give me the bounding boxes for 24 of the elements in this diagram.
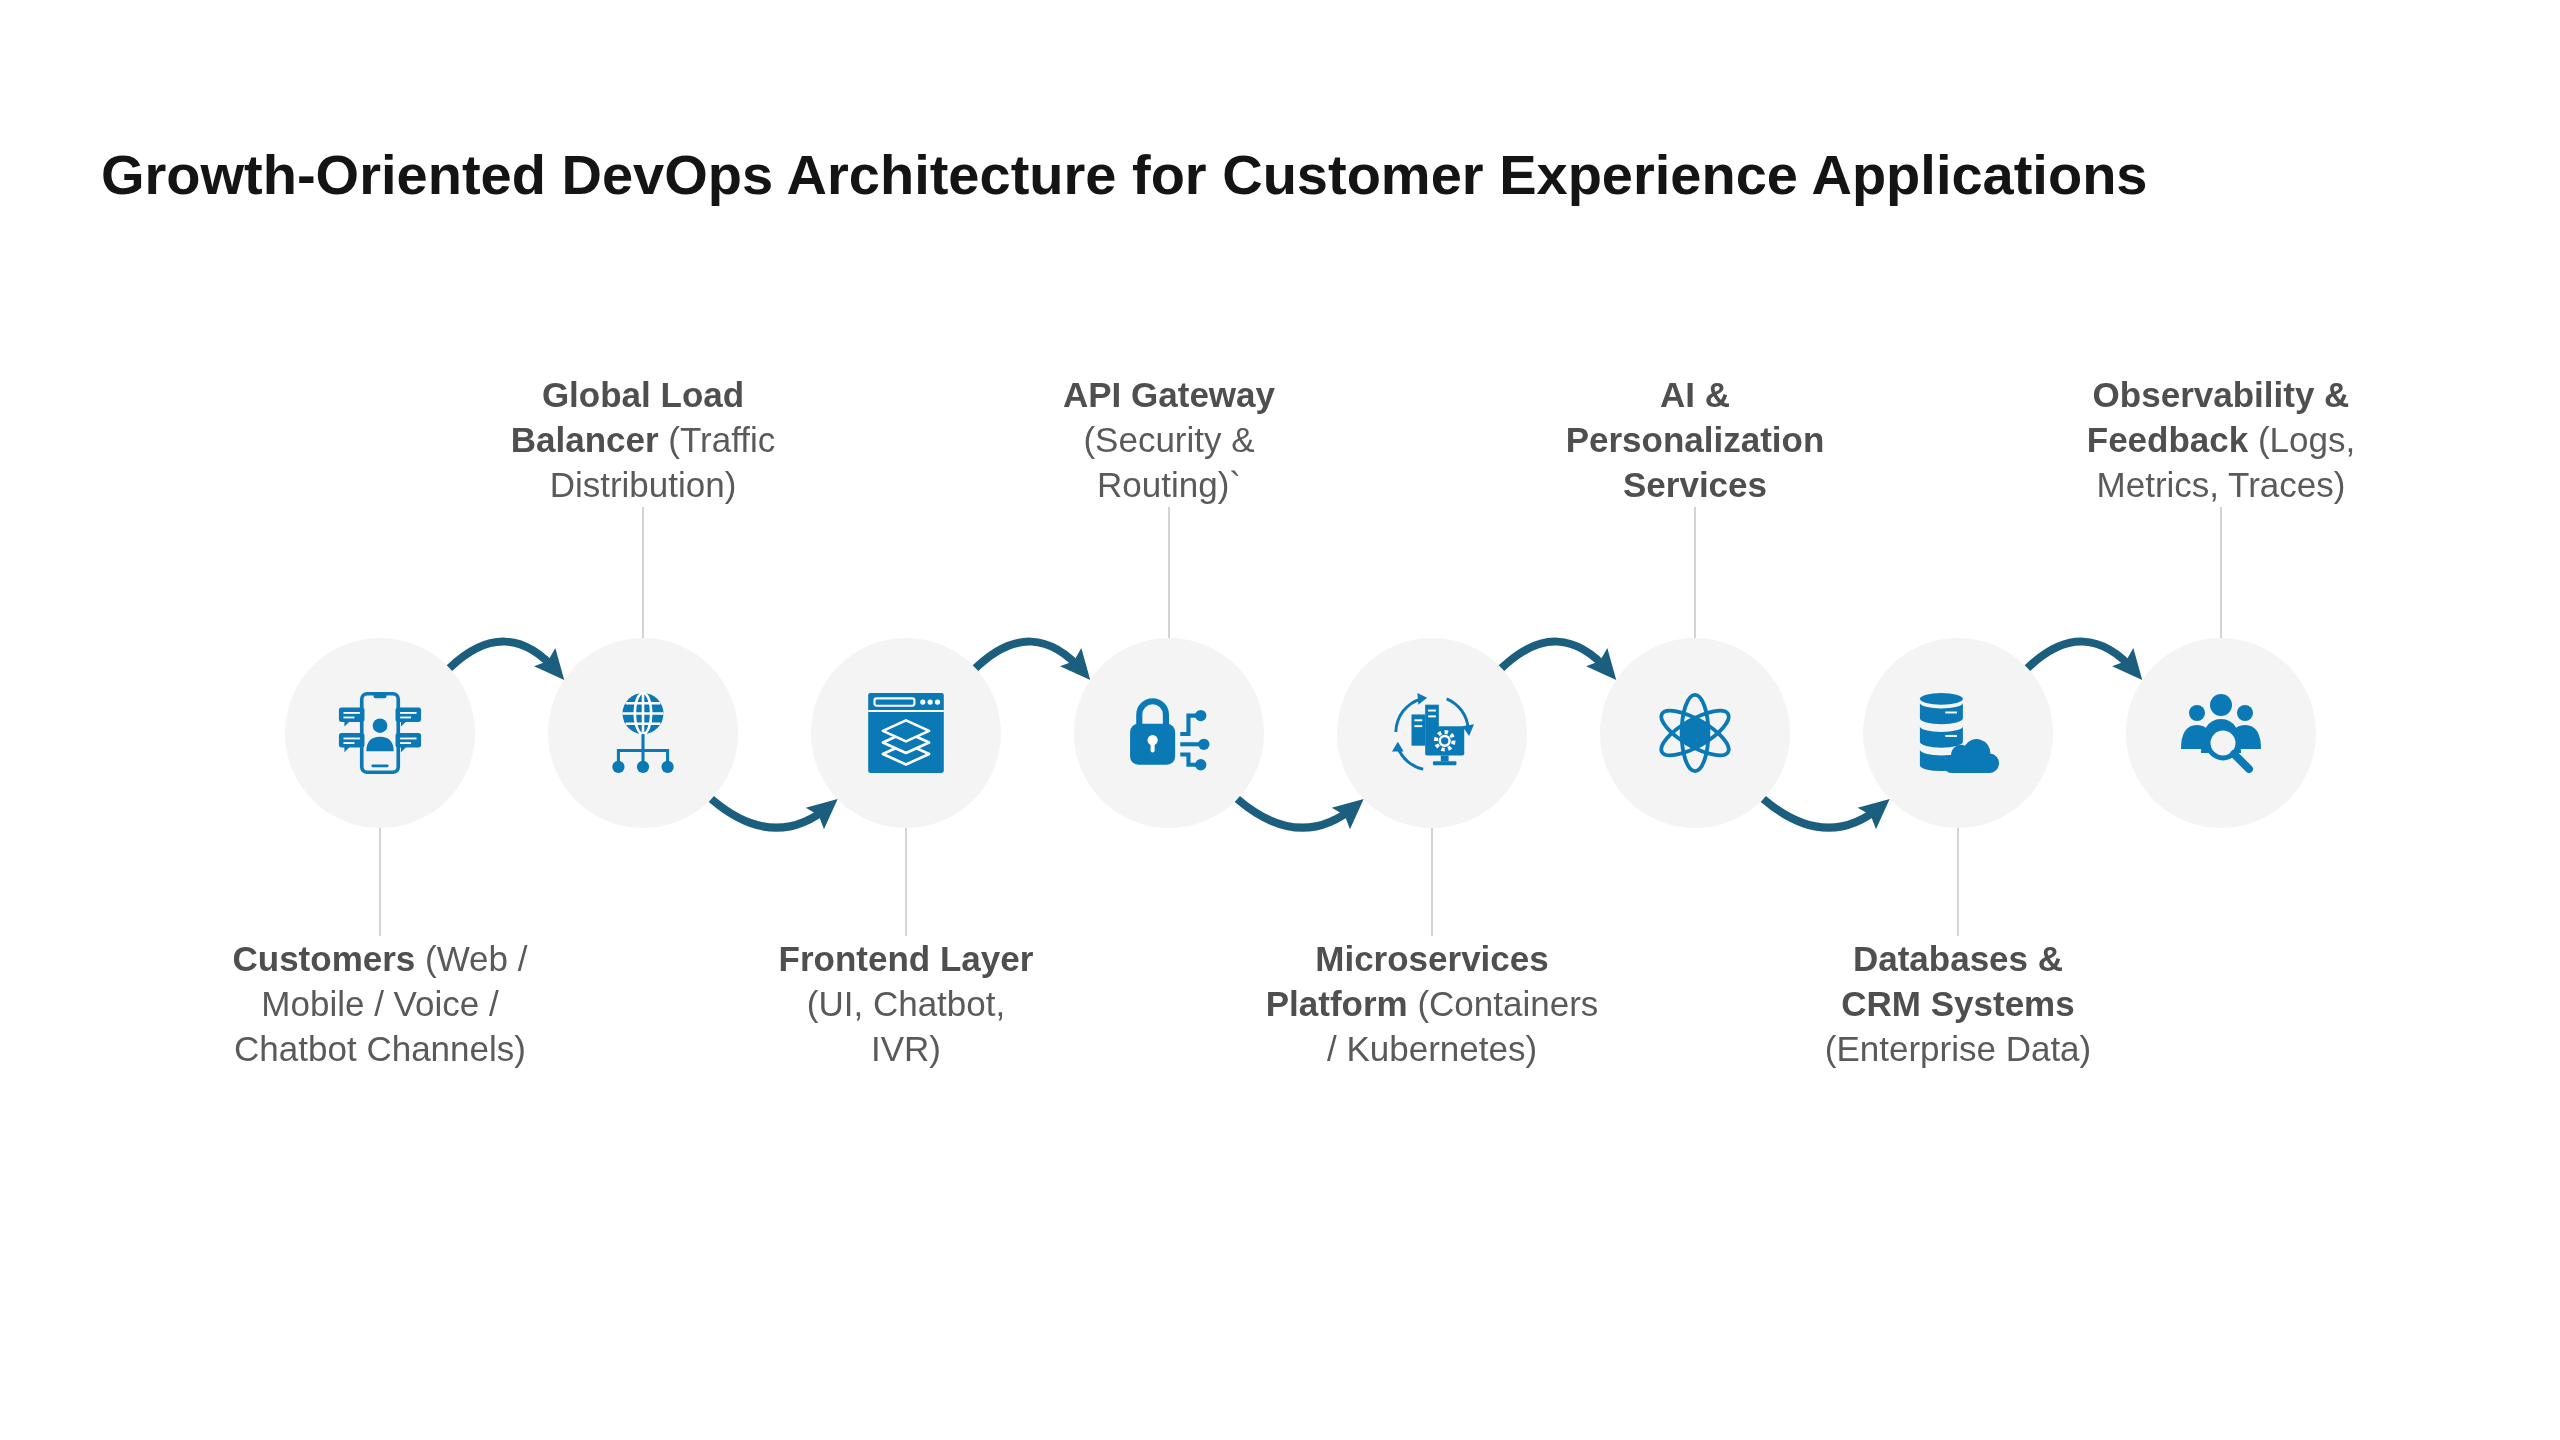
leader-line xyxy=(2220,506,2222,639)
diagram-title: Growth-Oriented DevOps Architecture for Customer Experience Applications xyxy=(101,142,2148,208)
step-label: Global Load Balancer (Traffic Distribution) xyxy=(509,374,777,506)
leader-line xyxy=(1431,827,1433,937)
leader-line xyxy=(1957,827,1959,937)
flow-arrow xyxy=(1498,637,1617,680)
step-label: Frontend Layer (UI, Chatbot, IVR) xyxy=(777,938,1035,1070)
leader-line xyxy=(379,827,381,937)
leader-line xyxy=(642,506,644,639)
step-label: API Gateway (Security & Routing)` xyxy=(1061,374,1276,506)
step-label: Observability & Feedback (Logs, Metrics, Traces) xyxy=(2085,374,2357,506)
flow-arrow xyxy=(972,637,1091,680)
flow-arrow xyxy=(2024,637,2143,680)
leader-line xyxy=(1694,506,1696,639)
leader-line xyxy=(905,827,907,937)
flow-arrow xyxy=(1760,795,1890,832)
step-label: Customers (Web / Mobile / Voice / Chatbot Channels) xyxy=(231,938,529,1070)
flow-arrow xyxy=(1234,795,1364,832)
flow-arrow xyxy=(446,637,565,680)
step-label: Databases & CRM Systems (Enterprise Data) xyxy=(1823,938,2093,1070)
leader-line xyxy=(1168,506,1170,639)
flow-arrow xyxy=(708,795,838,832)
step-label: AI & Personalization Services xyxy=(1564,374,1826,506)
step-label: Microservices Platform (Containers / Kubernetes) xyxy=(1264,938,1600,1070)
